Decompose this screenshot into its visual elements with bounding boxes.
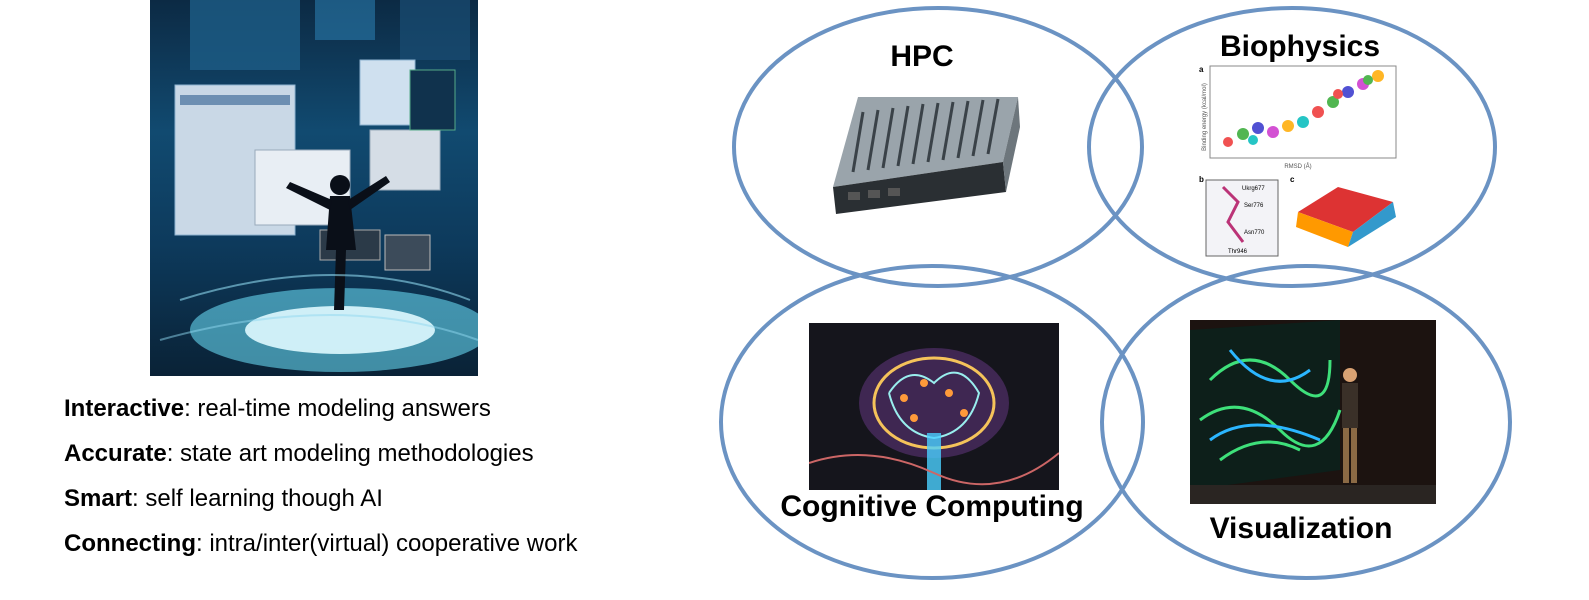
server-drawing (833, 97, 1020, 214)
feature-list: Interactive: real-time modeling answers … (64, 386, 704, 566)
biophysics-figure: a RMSD (Å) Binding energy (kcal/mol) b U… (1198, 62, 1400, 258)
feature-connecting: Connecting: intra/inter(virtual) coopera… (64, 521, 704, 566)
feature-description: : state art modeling methodologies (166, 440, 534, 467)
residue-label: Ukrg677 (1242, 186, 1265, 192)
feature-description: : real-time modeling answers (184, 395, 491, 422)
panel-a-label: a (1199, 65, 1204, 74)
feature-smart: Smart: self learning though AI (64, 476, 704, 521)
feature-description: : intra/inter(virtual) cooperative work (196, 530, 578, 557)
visualization-image (1190, 320, 1436, 504)
illustration-drawing (159, 0, 478, 372)
residue-label: Ser776 (1244, 203, 1264, 209)
cognitive-computing-label: Cognitive Computing (780, 490, 1084, 523)
feature-term: Interactive (64, 395, 185, 422)
feature-description: : self learning though AI (132, 485, 383, 512)
residue-label: Thr946 (1228, 249, 1248, 255)
visualization-drawing (1190, 320, 1436, 504)
feature-accurate: Accurate: state art modeling methodologi… (64, 431, 704, 476)
hpc-server-image (828, 92, 1020, 217)
residue-label: Asn770 (1244, 230, 1265, 236)
interactive-environment-illustration (150, 0, 478, 376)
hpc-label: HPC (890, 40, 954, 73)
biophysics-drawing: a RMSD (Å) Binding energy (kcal/mol) b U… (1199, 65, 1397, 257)
visualization-label: Visualization (1209, 512, 1393, 545)
feature-interactive: Interactive: real-time modeling answers (64, 386, 704, 431)
y-axis-label: Binding energy (kcal/mol) (1202, 83, 1208, 151)
panel-b-label: b (1199, 175, 1204, 184)
feature-term: Smart (64, 485, 133, 512)
feature-term: Accurate (64, 440, 167, 467)
biophysics-label: Biophysics (1219, 30, 1381, 63)
panel-c-label: c (1290, 175, 1295, 184)
x-axis-label: RMSD (Å) (1284, 163, 1311, 170)
brain-drawing (809, 323, 1059, 490)
cognitive-computing-image (809, 323, 1059, 490)
feature-term: Connecting (64, 530, 196, 557)
